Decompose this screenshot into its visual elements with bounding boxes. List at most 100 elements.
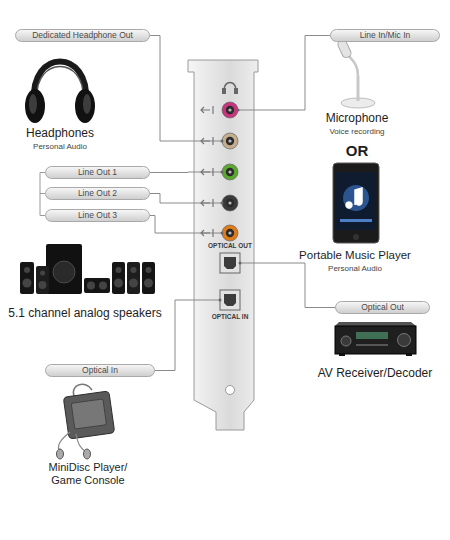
audio-jack xyxy=(222,133,238,149)
jack-socket xyxy=(226,168,234,176)
minidisc-illustration xyxy=(57,384,115,459)
leader-dot xyxy=(239,262,242,265)
speaker-cone xyxy=(24,267,30,273)
device-caption: AV Receiver/Decoder xyxy=(305,367,445,381)
port-label-pill: Optical In xyxy=(45,364,155,377)
port-frame xyxy=(220,253,240,273)
player-button xyxy=(353,234,359,240)
jack-socket xyxy=(226,106,234,114)
satellite-speaker xyxy=(20,262,34,294)
port-frame xyxy=(220,290,240,310)
speaker-cone xyxy=(39,281,47,289)
port-label: Optical Out xyxy=(336,302,429,313)
receiver-body xyxy=(335,326,416,354)
jack-socket xyxy=(226,199,234,207)
card-bracket: OPTICAL OUTOPTICAL IN xyxy=(188,60,258,430)
speaker-cone xyxy=(99,282,107,290)
jack-pin xyxy=(228,201,231,204)
ear-cup-highlight xyxy=(29,94,37,114)
player-screen xyxy=(336,172,376,230)
receiver-foot xyxy=(406,354,412,356)
headphones-illustration xyxy=(25,62,95,124)
speaker-cone xyxy=(144,279,153,288)
port-socket xyxy=(224,294,236,306)
port-label-pill: Optical Out xyxy=(335,301,430,314)
jack-pin xyxy=(228,139,231,142)
leader-dot xyxy=(219,299,222,302)
leader-dot xyxy=(221,232,224,235)
player-progress xyxy=(340,219,372,222)
port-caption: OPTICAL OUT xyxy=(190,242,270,250)
port-label-pill: Line Out 3 xyxy=(45,209,150,222)
jack-icon xyxy=(201,229,213,237)
connector-line xyxy=(150,194,188,204)
audio-jack xyxy=(222,195,238,211)
connector-line xyxy=(150,36,188,142)
port-caption: OPTICAL IN xyxy=(190,313,270,321)
headphone-icon xyxy=(234,88,238,94)
receiver-knob xyxy=(398,334,411,347)
satellite-speaker xyxy=(36,266,49,294)
jack-ring xyxy=(222,102,238,118)
speaker-cone xyxy=(40,271,45,276)
speaker-cone xyxy=(146,267,152,273)
minidisc-body xyxy=(63,391,114,439)
port-socket xyxy=(224,257,236,269)
av-receiver-illustration xyxy=(335,322,416,356)
mic-gooseneck xyxy=(348,55,358,76)
optical-port xyxy=(220,253,240,273)
player-body xyxy=(333,163,379,243)
leader-line xyxy=(238,110,258,111)
headband-highlight xyxy=(37,67,83,99)
music-player-illustration xyxy=(333,163,379,243)
receiver-display xyxy=(356,332,388,339)
port-label: Line Out 3 xyxy=(46,210,149,221)
headphone-icon xyxy=(222,88,226,94)
device-caption: Personal Audio xyxy=(10,142,110,151)
port-label-pill: Dedicated Headphone Out xyxy=(15,29,150,42)
device-caption: Headphones xyxy=(5,127,115,141)
speaker-cone xyxy=(131,267,137,273)
center-speaker xyxy=(84,278,110,293)
device-caption: MiniDisc Player/ Game Console xyxy=(38,461,138,486)
port-label: Line Out 1 xyxy=(46,167,149,178)
satellite-speaker xyxy=(112,262,125,294)
jack-pin xyxy=(228,170,231,173)
port-label: Line Out 2 xyxy=(46,188,149,199)
jack-ring xyxy=(222,164,238,180)
jack-ring xyxy=(222,133,238,149)
jack-pin xyxy=(228,108,231,111)
mic-stem xyxy=(357,76,360,101)
port-label-pill: Line Out 1 xyxy=(45,166,150,179)
connector-line xyxy=(258,263,335,308)
leader-dot xyxy=(221,140,224,143)
port-label: Optical In xyxy=(46,365,154,376)
jack-ring xyxy=(222,225,238,241)
ear-cup-highlight xyxy=(83,94,91,114)
jack-ring xyxy=(222,195,238,211)
jack-icon xyxy=(201,168,213,176)
optical-port xyxy=(220,290,240,310)
connector-line xyxy=(150,172,188,173)
device-caption: Voice recording xyxy=(307,127,407,136)
device-caption: OR xyxy=(327,142,387,159)
device-caption: 5.1 channel analog speakers xyxy=(0,307,173,321)
earbud xyxy=(57,449,64,459)
jack-icon xyxy=(201,106,213,114)
device-caption: Portable Music Player xyxy=(270,249,440,262)
jack-socket xyxy=(226,229,234,237)
port-label: Dedicated Headphone Out xyxy=(16,30,149,41)
ear-cup xyxy=(25,89,45,123)
jack-icon xyxy=(201,137,213,145)
subwoofer xyxy=(46,244,82,294)
jack-socket xyxy=(226,137,234,145)
device-caption: Microphone xyxy=(302,112,412,126)
mount-hole xyxy=(226,386,235,395)
port-label: Line In/Mic In xyxy=(331,30,439,41)
receiver-buttons xyxy=(356,344,388,346)
subwoofer-cone xyxy=(53,261,75,283)
speaker-cone xyxy=(87,282,95,290)
minidisc-lid xyxy=(71,399,106,429)
